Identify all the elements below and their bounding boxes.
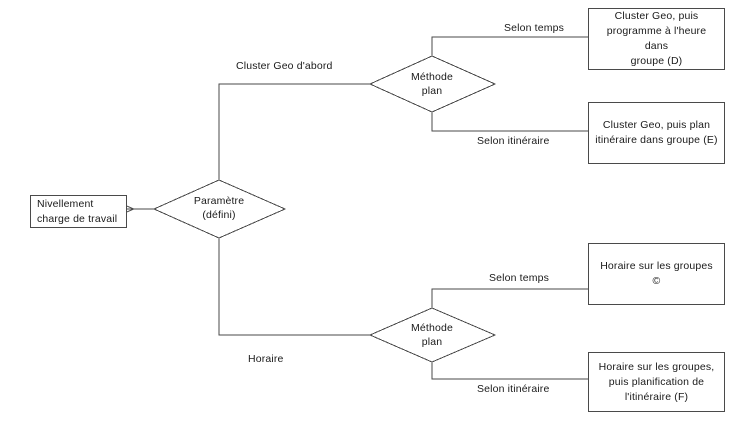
method-decision-bottom-line2: plan (421, 336, 443, 348)
node-outcome-f[interactable]: Horaire sur les groupes, puis planificat… (588, 352, 725, 412)
edge-method-bottom-to-outcome-c (431, 288, 588, 308)
node-outcome-e-line1: Cluster Geo, puis plan (602, 119, 711, 131)
edge-label-selon-temps-bottom: Selon temps (489, 272, 550, 284)
edge-label-selon-itineraire-bottom: Selon itinéraire (477, 383, 550, 395)
edge-parameter-to-method-top (218, 83, 370, 180)
method-decision-top-label[interactable]: Méthode plan (387, 70, 477, 98)
node-outcome-c[interactable]: Horaire sur les groupes © (588, 243, 725, 305)
method-decision-top-line1: Méthode (411, 71, 453, 83)
node-outcome-d[interactable]: Cluster Geo, puis programme à l'heure da… (588, 8, 725, 70)
edge-label-cluster-geo-first: Cluster Geo d'abord (236, 60, 333, 72)
edge-label-horaire: Horaire (248, 353, 284, 365)
node-outcome-f-line1: Horaire sur les groupes, (598, 360, 715, 373)
parameter-decision-line1: Paramètre (193, 195, 245, 207)
method-decision-bottom-label[interactable]: Méthode plan (387, 321, 477, 349)
node-outcome-d-line3: groupe (D) (630, 55, 683, 67)
edge-parameter-to-method-bottom (218, 238, 370, 336)
node-outcome-e[interactable]: Cluster Geo, puis plan itinéraire dans g… (588, 102, 725, 164)
edge-method-bottom-to-outcome-f (431, 362, 588, 380)
node-outcome-f-line2: puis planification de (608, 375, 705, 388)
node-start-line2: charge de travail (37, 212, 118, 225)
parameter-decision-line2: (défini) (202, 209, 236, 221)
method-decision-top-line2: plan (421, 85, 443, 97)
method-decision-bottom-line1: Méthode (411, 322, 453, 334)
edge-method-top-to-outcome-d (431, 36, 588, 56)
node-outcome-f-line3: l'itinéraire (F) (624, 390, 689, 403)
node-start-line1: Nivellement (37, 197, 94, 210)
edge-label-selon-temps-top: Selon temps (504, 22, 565, 34)
parameter-decision-label[interactable]: Paramètre (défini) (169, 194, 269, 222)
node-start[interactable]: Nivellement charge de travail (30, 195, 127, 228)
node-outcome-c-line1: Horaire sur les groupes © (600, 260, 713, 287)
node-outcome-d-line2: programme à l'heure dans (606, 25, 707, 52)
edge-method-top-to-outcome-e (431, 112, 588, 132)
node-outcome-e-line2: itinéraire dans groupe (E) (595, 134, 718, 146)
node-outcome-d-line1: Cluster Geo, puis (614, 10, 699, 22)
edge-label-selon-itineraire-top: Selon itinéraire (477, 135, 550, 147)
